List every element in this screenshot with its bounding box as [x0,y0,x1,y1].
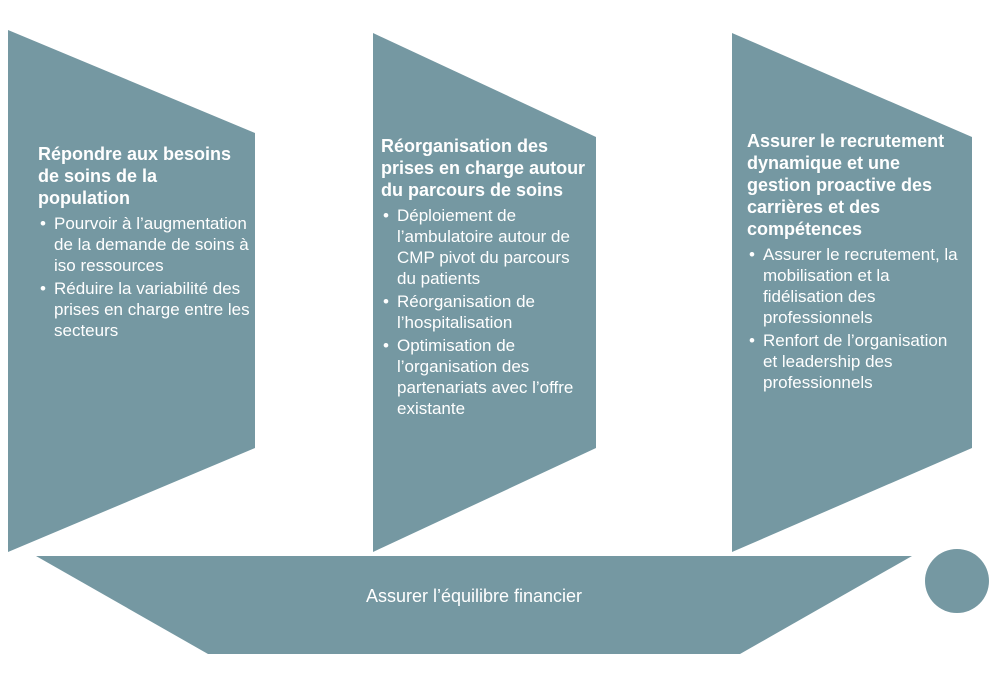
sail-1-text: Répondre aux besoins de soins de la popu… [38,143,250,343]
circle-shape [925,549,989,613]
sail-2-title: Réorganisation des prises en charge auto… [381,136,586,200]
sail-2-text: Réorganisation des prises en charge auto… [381,135,593,421]
sail-3-text: Assurer le recrutement dynamique et une … [747,130,965,395]
bullet-item: Assurer le recrutement, la mobilisation … [747,244,965,328]
bullet-item: Réduire la variabilité des prises en cha… [38,278,250,341]
sail-3-title: Assurer le recrutement dynamique et une … [747,131,945,239]
bullet-item: Pourvoir à l’augmentation de la demande … [38,213,250,276]
bullet-item: Renfort de l’organisation et leadership … [747,330,965,393]
bullet-item: Réorganisation de l’hospitalisation [381,291,593,333]
bullet-item: Optimisation de l’organisation des parte… [381,335,593,419]
hull-shape [36,556,912,654]
hull-label: Assurer l’équilibre financier [365,586,583,606]
sail-1-title: Répondre aux besoins de soins de la popu… [38,144,232,208]
bullet-item: Déploiement de l’ambulatoire autour de C… [381,205,593,289]
